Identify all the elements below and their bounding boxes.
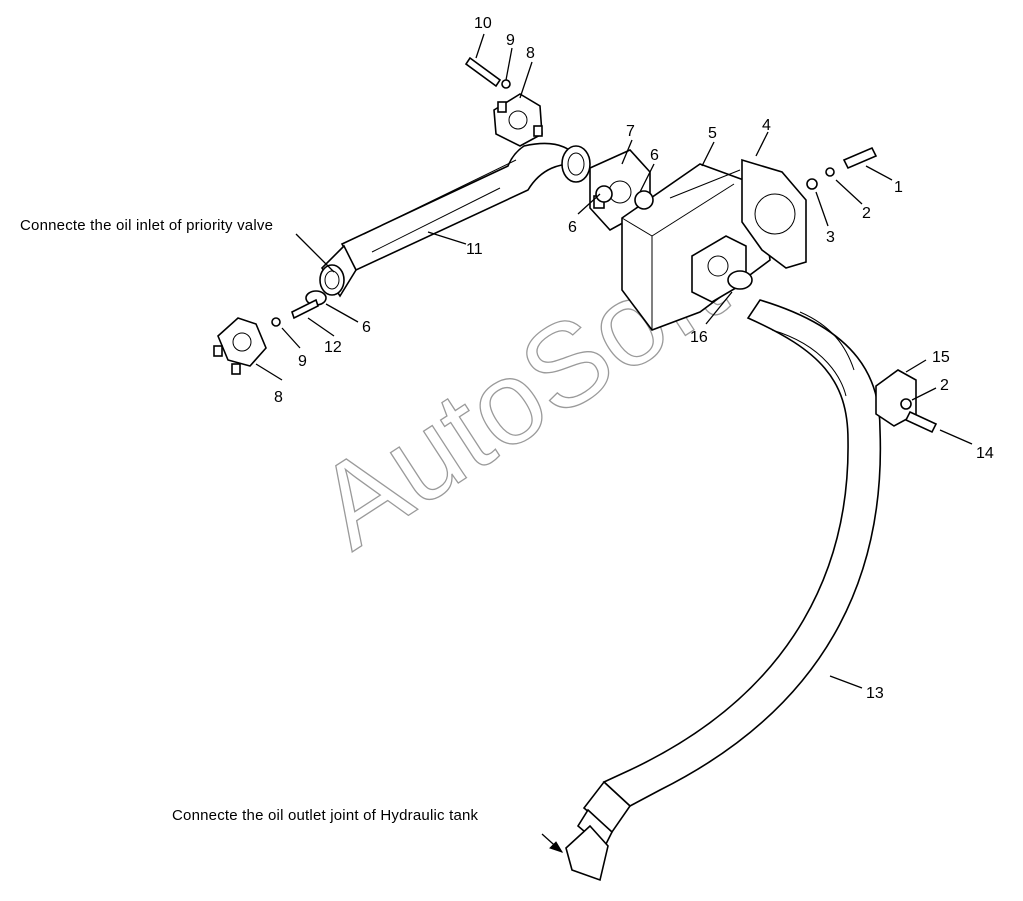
bolt-10	[464, 56, 502, 88]
callout-12: 12	[324, 339, 342, 356]
note-outlet: Connecte the oil outlet joint of Hydraul…	[172, 807, 479, 824]
callout-5: 5	[708, 125, 717, 142]
callout-6-c: 6	[362, 319, 371, 336]
callout-4: 4	[762, 117, 771, 134]
callout-labels: 10 9 8 7 5 4 1 2 3 6 6 6 11 12 9 8 16 15…	[274, 15, 994, 702]
callout-16: 16	[690, 329, 708, 346]
bolt-12	[291, 298, 319, 320]
callout-2-right: 2	[862, 205, 871, 222]
pin-1	[842, 146, 878, 170]
callout-11: 11	[466, 241, 483, 258]
callout-3: 3	[826, 229, 835, 246]
callout-6-b: 6	[568, 219, 577, 236]
flange-8-top	[493, 93, 543, 147]
callout-15: 15	[932, 349, 950, 366]
callout-1: 1	[894, 179, 903, 196]
small-parts	[271, 56, 938, 434]
hose-13	[565, 299, 882, 882]
leader-lines	[255, 33, 973, 853]
callout-9-left: 9	[298, 353, 307, 370]
oring-6-b	[634, 190, 654, 210]
washer-9-left	[271, 317, 281, 327]
oring-6-a	[595, 185, 613, 203]
hose-11	[319, 142, 591, 298]
nut-3	[806, 178, 818, 190]
callout-13: 13	[866, 685, 884, 702]
callout-2-lower: 2	[940, 377, 949, 394]
callout-14: 14	[976, 445, 994, 462]
callout-9-top: 9	[506, 32, 515, 49]
callout-8-left: 8	[274, 389, 283, 406]
bolt-14	[904, 410, 938, 434]
callout-10: 10	[474, 15, 492, 32]
flange-8-left	[213, 317, 267, 375]
gear-pump-5	[621, 158, 807, 331]
washer-2-right	[825, 167, 835, 177]
washer-9-top	[501, 79, 511, 89]
callout-6-a: 6	[650, 147, 659, 164]
callout-8-top: 8	[526, 45, 535, 62]
washer-2-lower	[900, 398, 912, 410]
oring-16	[727, 270, 753, 290]
callout-7: 7	[626, 123, 635, 140]
note-inlet: Connecte the oil inlet of priority valve	[20, 217, 273, 234]
